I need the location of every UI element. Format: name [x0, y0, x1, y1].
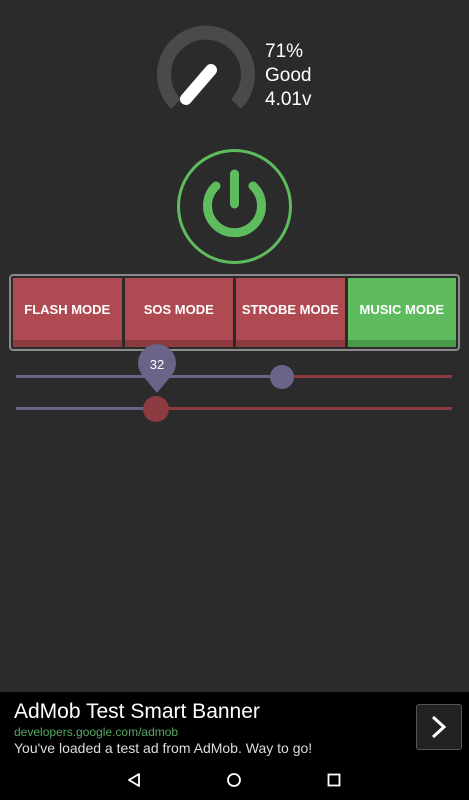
mode-selector: FLASH MODE SOS MODE STROBE MODE MUSIC MO…	[9, 274, 460, 351]
ad-url[interactable]: developers.google.com/admob	[14, 725, 179, 739]
power-icon	[203, 169, 266, 238]
slider-value-label: 32	[149, 357, 165, 372]
battery-info: 71% Good 4.01v	[265, 40, 311, 112]
slider-thumb[interactable]	[269, 364, 294, 389]
strobe-mode-button[interactable]: STROBE MODE	[236, 278, 345, 347]
slider-track-filled	[16, 407, 156, 410]
battery-voltage: 4.01v	[265, 89, 312, 110]
ad-open-button[interactable]	[416, 704, 462, 750]
ad-title: AdMob Test Smart Banner	[14, 700, 260, 723]
intensity-slider[interactable]	[0, 393, 469, 423]
slider-thumb[interactable]	[142, 395, 169, 422]
home-icon	[227, 773, 241, 787]
power-button[interactable]	[176, 148, 293, 265]
music-mode-button[interactable]: MUSIC MODE	[347, 278, 456, 347]
home-button[interactable]	[204, 760, 264, 800]
battery-status: Good	[265, 65, 312, 86]
battery-percent: 71%	[265, 41, 304, 62]
gauge-needle	[180, 64, 217, 105]
system-nav-bar	[0, 760, 469, 800]
slider-value-bubble	[138, 344, 176, 393]
speed-slider[interactable]	[0, 361, 469, 391]
flash-mode-button[interactable]: FLASH MODE	[13, 278, 122, 347]
recents-button[interactable]	[304, 760, 364, 800]
battery-gauge	[157, 25, 255, 109]
back-button[interactable]	[104, 760, 164, 800]
chevron-right-icon	[431, 715, 447, 739]
back-icon	[128, 773, 140, 787]
sos-mode-button[interactable]: SOS MODE	[124, 278, 233, 347]
recents-icon	[327, 773, 341, 787]
ad-banner[interactable]: AdMob Test Smart Banner developers.googl…	[0, 692, 469, 760]
slider-track-rest	[281, 375, 452, 378]
slider-track-rest	[155, 407, 452, 410]
ad-text: You've loaded a test ad from AdMob. Way …	[14, 740, 313, 756]
